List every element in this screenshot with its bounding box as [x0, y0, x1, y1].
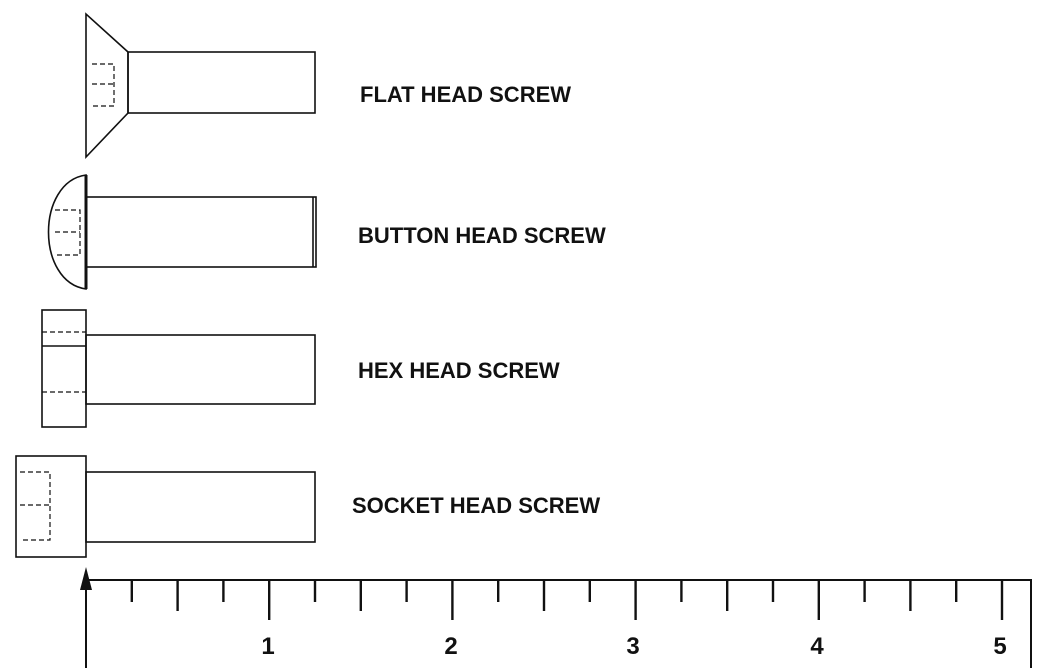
- socket-head-label: SOCKET HEAD SCREW: [352, 493, 600, 518]
- ruler-zero-arrow: [80, 567, 92, 590]
- ruler-outline: [85, 579, 1032, 668]
- button-socket-hidden-lines: [55, 209, 81, 256]
- socket-hidden-lines: [20, 471, 51, 541]
- flat-head-screw: FLAT HEAD SCREW: [85, 12, 571, 159]
- ruler: 1 2 3 4 5: [80, 567, 1032, 668]
- flat-shank: [127, 51, 316, 114]
- ruler-label-1: 1: [261, 633, 274, 660]
- button-head-label: BUTTON HEAD SCREW: [358, 223, 606, 248]
- flat-head-label: FLAT HEAD SCREW: [360, 82, 571, 107]
- ruler-label-5: 5: [993, 633, 1006, 660]
- hex-head-screw: HEX HEAD SCREW: [41, 309, 560, 428]
- flat-head: [85, 12, 129, 159]
- hex-shank: [85, 334, 316, 405]
- hex-head-label: HEX HEAD SCREW: [358, 358, 560, 383]
- button-head: [47, 174, 87, 290]
- ruler-ticks: [130, 580, 1004, 620]
- ruler-label-2: 2: [444, 633, 457, 660]
- hex-head: [41, 309, 87, 428]
- flat-socket-hidden-lines: [92, 63, 115, 107]
- socket-shank: [85, 471, 316, 543]
- socket-head-screw: SOCKET HEAD SCREW: [15, 455, 600, 558]
- ruler-label-4: 4: [810, 633, 824, 660]
- button-shank: [85, 196, 317, 268]
- ruler-label-3: 3: [626, 633, 639, 660]
- hex-hidden-lines: [42, 331, 86, 393]
- button-head-screw: BUTTON HEAD SCREW: [47, 174, 606, 290]
- socket-head: [15, 455, 87, 558]
